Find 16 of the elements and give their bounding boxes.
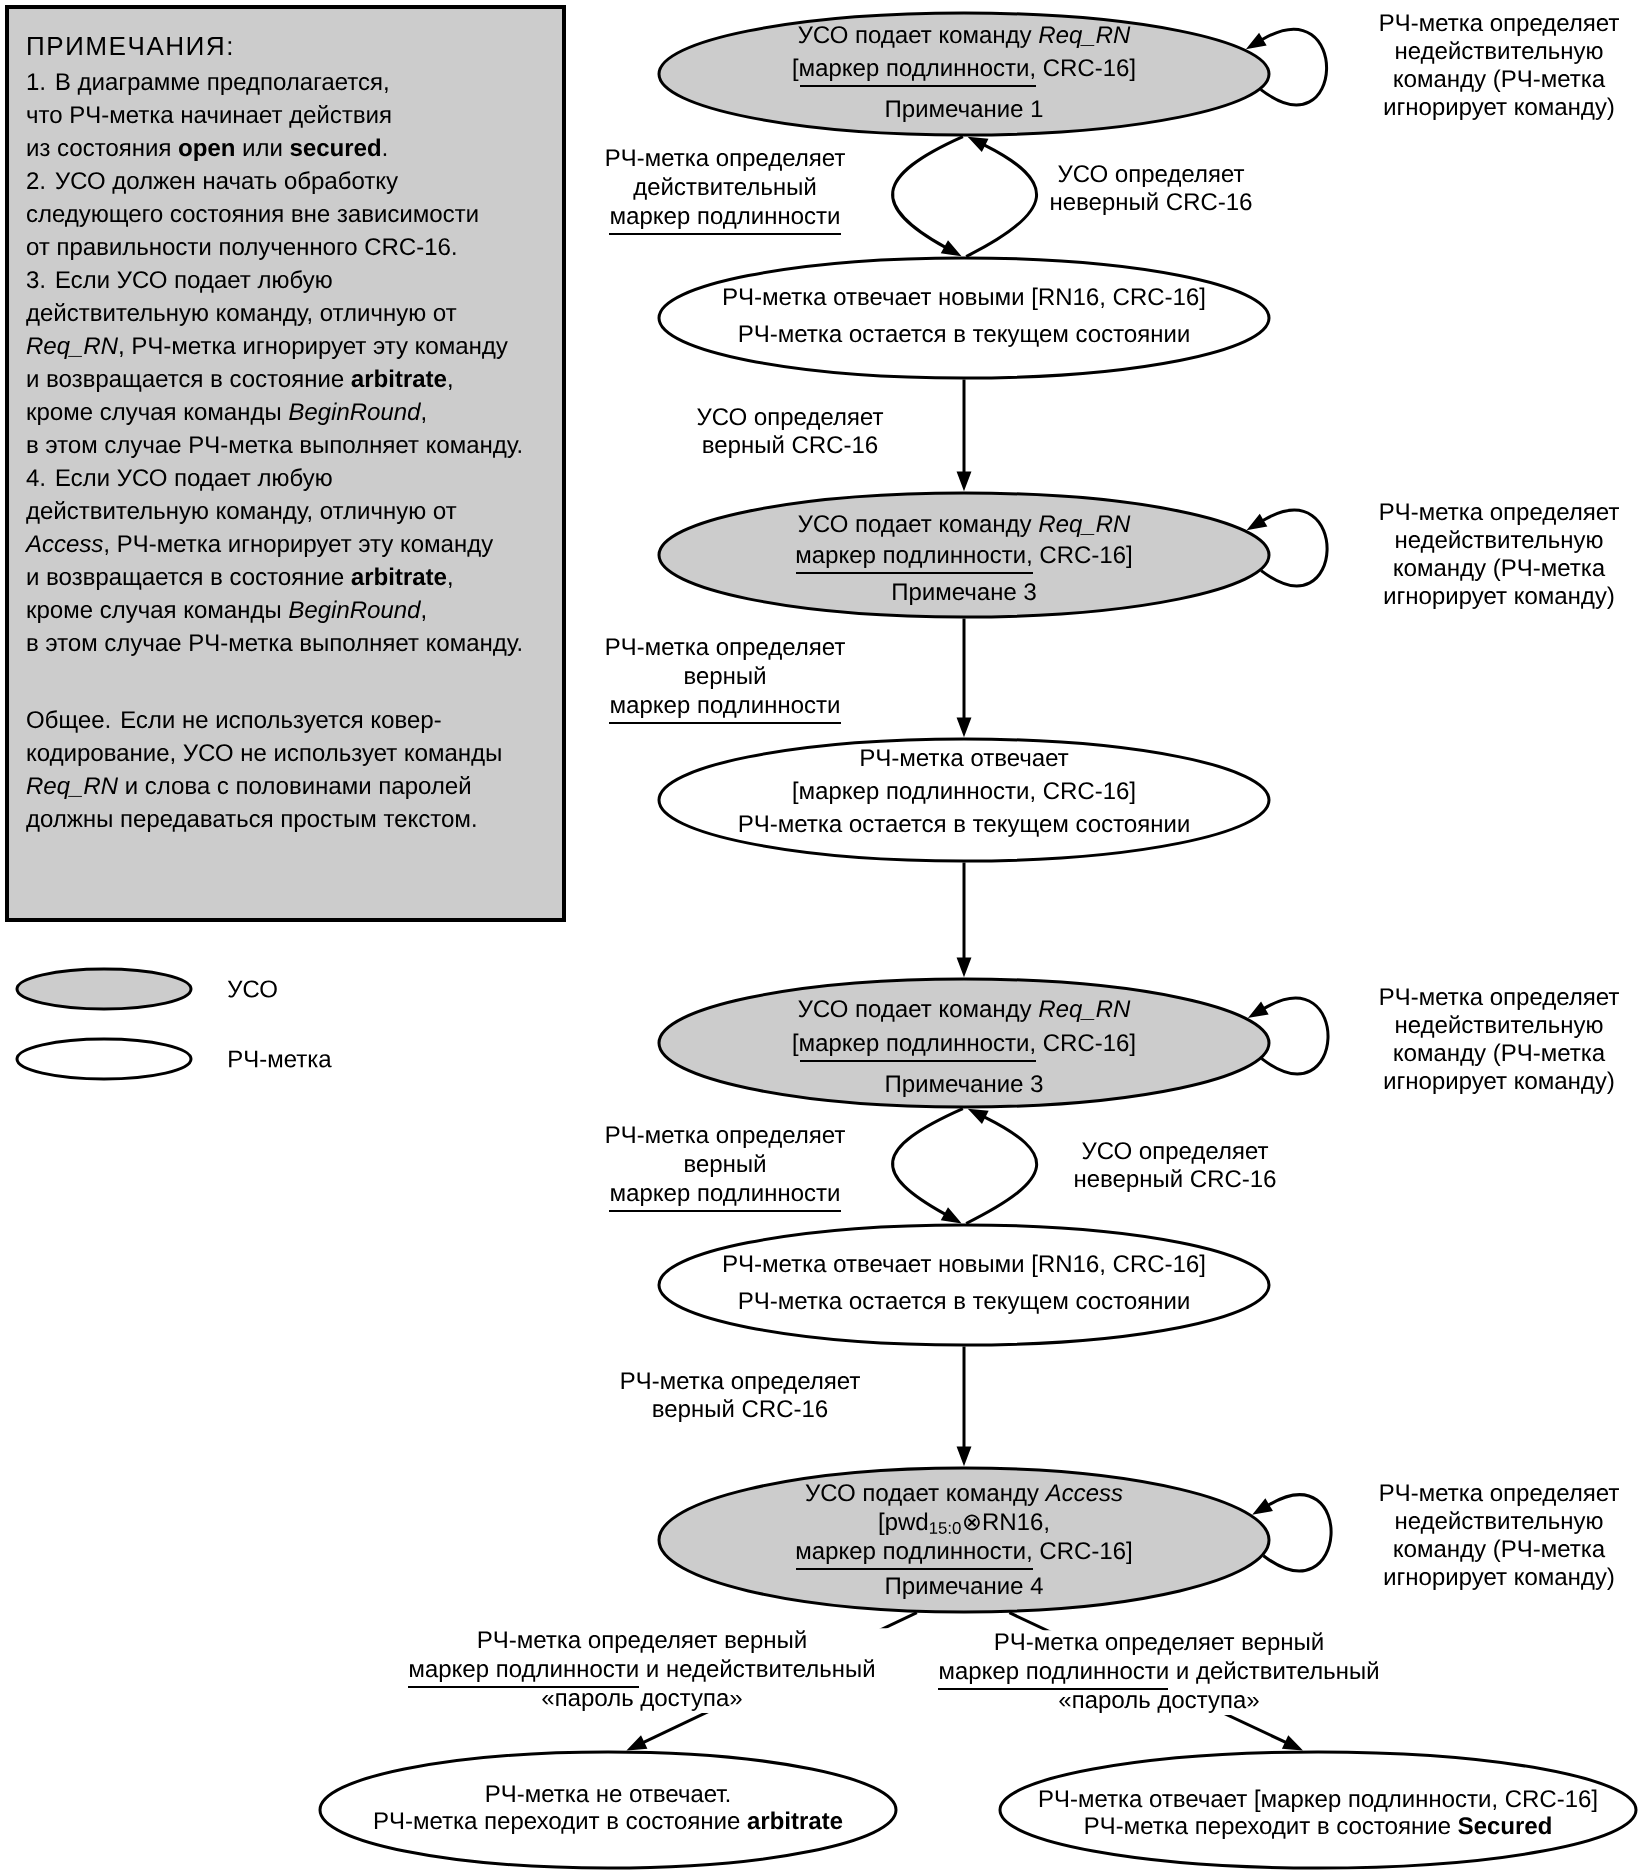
edge-label: РЧ-метка определяет верный маркер подлинности xyxy=(606,1126,845,1212)
edge-label: УСО определяет верный CRC-16 xyxy=(697,408,884,458)
edge-label: РЧ-метка определяет недействительную команду (РЧ-метка игнорирует команду) xyxy=(1380,988,1619,1094)
edge-label: УСО определяет неверный CRC-16 xyxy=(1075,1142,1276,1192)
legend-label: УСО xyxy=(227,980,277,998)
edge-label: РЧ-метка определяет действительный маркер подлинности xyxy=(606,149,845,235)
edge-label: РЧ-метка определяет недействительную команду (РЧ-метка игнорирует команду) xyxy=(1380,1484,1619,1590)
legend-label: РЧ-метка xyxy=(229,1050,332,1068)
notes-box: ПРИМЕЧАНИЯ: 1. В диаграмме предполагается, что РЧ-метка начинает действия из состояния open или secured. 2. УСО должен начать обработку следующего состояния вне зависимости от правильности полученного CRC-16. 3. Если УСО подает любую действительную команду, отличную от Req_RN, РЧ-метка игнорирует эту команду и возвращается в состояние arbitrate, кроме случая команды BeginRound, в этом случае РЧ-метка выполняет команду. 4. Если УСО подает любую действительную команду, отличную от Access, РЧ-метка игнорирует эту команду и возвращается в состояние arbitrate, кроме случая команды BeginRound, в этом случае РЧ-метка выполняет команду. Общее. Если не используется ковер-кодирование, УСО не использует команды Req_RN и слова с половинами паролей должны передаваться простым текстом. xyxy=(5,5,566,922)
edge-label: РЧ-метка определяет недействительную команду (РЧ-метка игнорирует команду) xyxy=(1380,503,1619,609)
edge-label: РЧ-метка определяет верный CRC-16 xyxy=(621,1372,860,1422)
edge-label: РЧ-метка определяет верный маркер подлинности и действительный «пароль доступа» xyxy=(917,1630,1401,1715)
edge-label: УСО определяет неверный CRC-16 xyxy=(1051,165,1252,215)
edge-label: РЧ-метка определяет недействительную команду (РЧ-метка игнорирует команду) xyxy=(1380,14,1619,120)
edge-label: РЧ-метка определяет верный маркер подлинности xyxy=(606,638,845,724)
edge-label: РЧ-метка определяет верный маркер подлинности и недействительный «пароль доступа» xyxy=(390,1628,894,1713)
